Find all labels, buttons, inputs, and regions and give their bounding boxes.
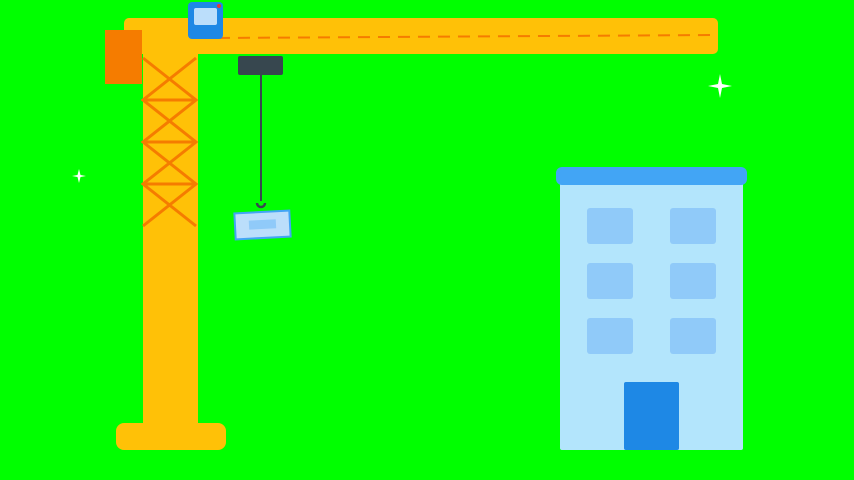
building-window (670, 263, 716, 299)
building-window (670, 208, 716, 244)
cab-light (217, 4, 221, 8)
crane-lattice (140, 56, 199, 228)
building-window (587, 318, 633, 354)
building-window (670, 318, 716, 354)
crane-hook (255, 202, 267, 209)
sparkle-left-icon (72, 169, 86, 183)
building-window (587, 263, 633, 299)
crane-mast (143, 38, 198, 426)
cab-window (194, 8, 217, 25)
building (556, 167, 747, 450)
hoisted-load (233, 209, 292, 241)
crane-base (116, 423, 226, 450)
tower-crane (105, 2, 718, 450)
building-roof (556, 167, 747, 185)
crane-trolley (238, 56, 283, 75)
building-body (560, 180, 743, 450)
building-windows (587, 208, 716, 354)
jib-dashed-line (217, 34, 713, 39)
building-door (624, 382, 679, 450)
load-panel-detail (248, 219, 277, 230)
crane-counterweight (105, 30, 142, 84)
operator-cab (188, 2, 223, 39)
sparkle-right-icon (708, 74, 732, 98)
building-window (587, 208, 633, 244)
